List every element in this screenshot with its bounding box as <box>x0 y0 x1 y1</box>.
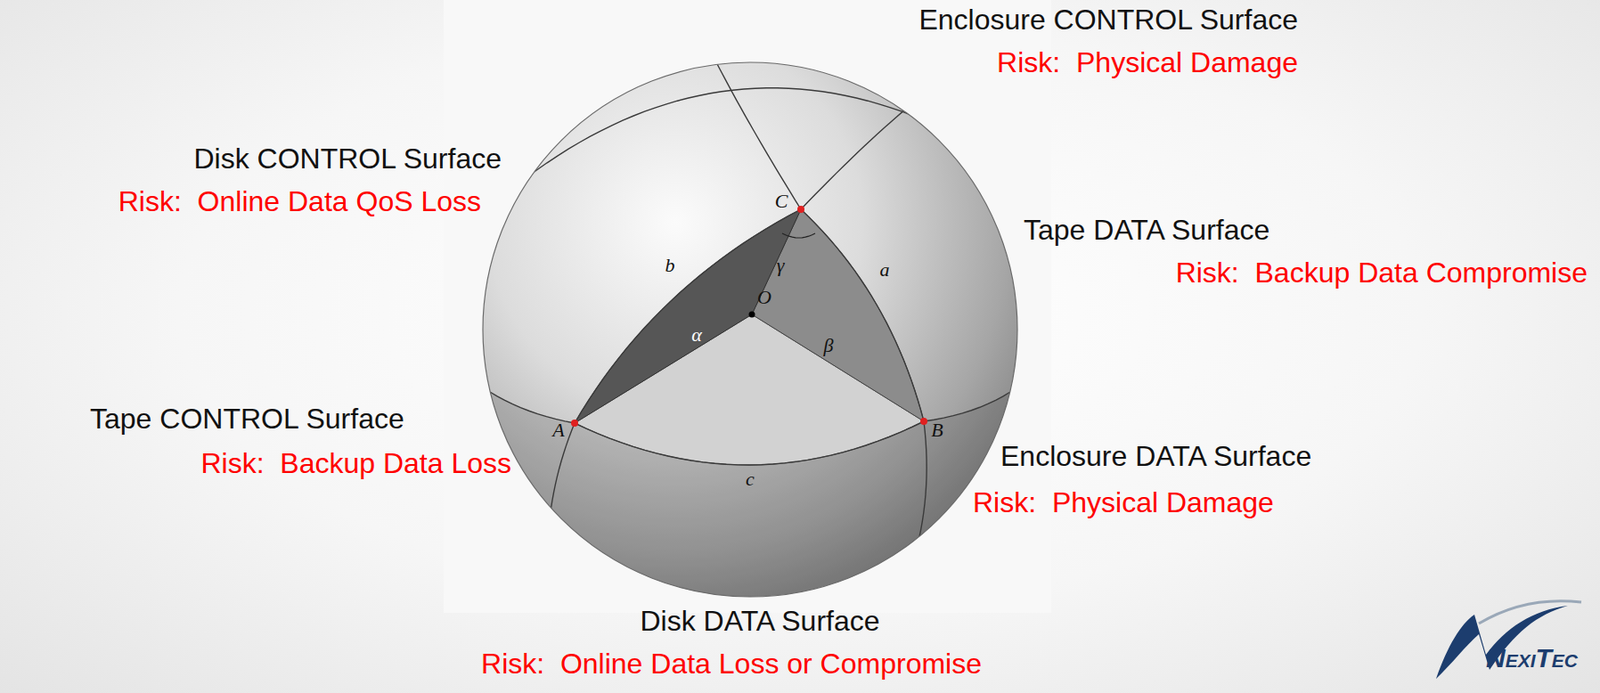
great-circle-arc <box>489 391 1011 466</box>
side-letter: a <box>880 258 890 281</box>
logo-text: NexiTec <box>1485 643 1578 675</box>
logo-arc <box>1478 601 1582 624</box>
angle-letter: α <box>691 323 703 346</box>
surface-heading: Disk CONTROL Surface <box>193 142 502 176</box>
vertex-dot <box>797 205 805 213</box>
great-circle-arc <box>800 209 924 422</box>
logo-mark <box>1436 601 1582 679</box>
risk-note: Risk: Physical Damage <box>996 46 1298 80</box>
risk-note: Risk: Online Data QoS Loss <box>118 185 482 219</box>
vertex-letter: B <box>930 418 943 441</box>
angle-arc <box>782 233 816 238</box>
face-oac <box>574 209 801 424</box>
great-circle-arc <box>525 88 972 179</box>
risk-note: Risk: Backup Data Compromise <box>1175 256 1588 290</box>
surface-heading: Enclosure CONTROL Surface <box>918 3 1298 37</box>
great-circle-arc <box>546 423 575 580</box>
angle-letter: γ <box>776 253 785 277</box>
risk-note: Risk: Online Data Loss or Compromise <box>481 647 982 681</box>
vertex-dot <box>571 419 579 427</box>
great-circle-arc <box>574 209 801 424</box>
surface-heading: Tape CONTROL Surface <box>89 402 405 436</box>
center-dot <box>749 311 756 319</box>
great-circle-arc <box>800 84 936 210</box>
vertex-dot <box>920 417 928 425</box>
triangle-surface <box>574 209 924 466</box>
great-circle-arc <box>714 58 801 210</box>
surface-heading: Disk DATA Surface <box>639 604 880 638</box>
side-letter: b <box>665 253 676 277</box>
surface-heading: Tape DATA Surface <box>1023 213 1270 247</box>
side-letter: c <box>745 467 755 490</box>
vertex-letter: C <box>775 189 789 213</box>
risk-note: Risk: Backup Data Loss <box>200 447 512 481</box>
surface-heading: Enclosure DATA Surface <box>1000 440 1312 474</box>
great-circle-arc <box>899 421 927 597</box>
vertex-letter: A <box>552 418 564 441</box>
angle-letter: β <box>824 334 834 357</box>
risk-note: Risk: Physical Damage <box>972 486 1274 520</box>
sphere-outline <box>482 62 1018 597</box>
center-letter: O <box>757 285 772 309</box>
